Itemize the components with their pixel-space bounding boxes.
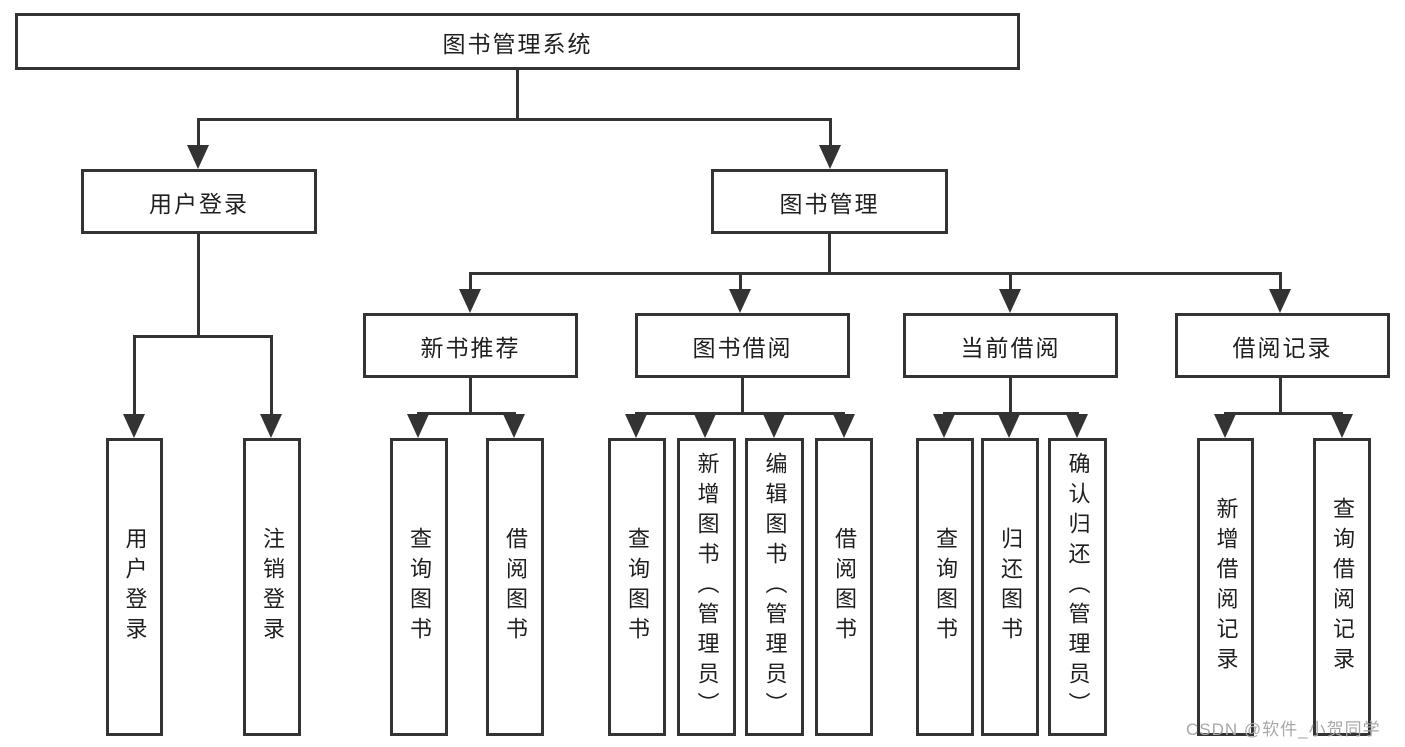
arrowhead-icon [999, 289, 1021, 313]
node-leaf-borrow-edit-book-admin: 编辑图书（管理员） [745, 438, 804, 736]
connector-line [829, 118, 832, 148]
node-leaf-current-return-book: 归还图书 [981, 438, 1039, 736]
node-leaf-borrow-query-book-label: 查询图书 [625, 527, 650, 647]
node-user-login: 用户登录 [81, 169, 317, 234]
arrowhead-icon [459, 289, 481, 313]
connector-line [828, 234, 831, 272]
node-leaf-records-add-record-label: 新增借阅记录 [1213, 497, 1239, 677]
node-leaf-recommend-borrow-book: 借阅图书 [486, 438, 544, 736]
node-current-borrow-label: 当前借阅 [960, 334, 1061, 361]
node-leaf-current-return-book-label: 归还图书 [998, 527, 1023, 647]
node-leaf-borrow-borrow-book: 借阅图书 [815, 438, 873, 736]
node-leaf-recommend-query-book: 查询图书 [390, 438, 448, 736]
arrowhead-icon [833, 414, 855, 438]
connector-line [197, 234, 200, 335]
arrowhead-icon [260, 414, 282, 438]
connector-line [469, 378, 472, 412]
node-leaf-current-query-book: 查询图书 [916, 438, 974, 736]
arrowhead-icon [933, 414, 955, 438]
connector-line [1279, 378, 1282, 412]
node-user-login-label: 用户登录 [149, 190, 249, 217]
node-leaf-borrow-edit-book-admin-label: 编辑图书（管理员） [762, 452, 788, 722]
node-new-book-recommend: 新书推荐 [363, 313, 578, 378]
arrowhead-icon [998, 414, 1020, 438]
connector-line [1009, 272, 1012, 292]
node-leaf-records-add-record: 新增借阅记录 [1197, 438, 1254, 736]
node-book-borrow: 图书借阅 [635, 313, 850, 378]
connector-line [270, 335, 273, 416]
arrowhead-icon [1066, 414, 1088, 438]
connector-line [516, 70, 519, 118]
node-book-management: 图书管理 [711, 169, 948, 234]
node-root: 图书管理系统 [15, 13, 1020, 70]
connector-line [197, 118, 200, 148]
connector-line [1009, 378, 1012, 412]
node-leaf-borrow-query-book: 查询图书 [608, 438, 666, 736]
connector-line [943, 412, 1079, 415]
connector-line [635, 412, 845, 415]
arrowhead-icon [819, 145, 841, 169]
connector-line [739, 272, 742, 292]
node-book-management-label: 图书管理 [779, 190, 880, 217]
connector-line [469, 272, 1282, 275]
node-leaf-current-confirm-return-admin: 确认归还（管理员） [1048, 438, 1107, 736]
node-borrow-records-label: 借阅记录 [1232, 334, 1333, 361]
arrowhead-icon [123, 414, 145, 438]
node-leaf-user-login-label: 用户登录 [122, 527, 148, 647]
connector-line [741, 378, 744, 412]
connector-line [133, 335, 136, 416]
node-leaf-recommend-borrow-book-label: 借阅图书 [503, 527, 528, 647]
node-leaf-records-query-record-label: 查询借阅记录 [1330, 497, 1355, 677]
arrowhead-icon [1331, 414, 1353, 438]
node-leaf-logout: 注销登录 [243, 438, 301, 736]
connector-line [417, 412, 516, 415]
connector-line [133, 335, 273, 338]
connector-line [197, 118, 832, 121]
node-book-borrow-label: 图书借阅 [692, 334, 793, 361]
connector-line [1224, 412, 1343, 415]
arrowhead-icon [1269, 289, 1291, 313]
connector-line [469, 272, 472, 292]
node-leaf-current-query-book-label: 查询图书 [933, 527, 958, 647]
node-leaf-logout-label: 注销登录 [260, 527, 285, 647]
node-leaf-recommend-query-book-label: 查询图书 [407, 527, 432, 647]
node-leaf-borrow-add-book-admin: 新增图书（管理员） [677, 438, 736, 736]
node-leaf-records-query-record: 查询借阅记录 [1313, 438, 1371, 736]
node-leaf-borrow-borrow-book-label: 借阅图书 [832, 527, 857, 647]
connector-line [1279, 272, 1282, 292]
arrowhead-icon [729, 289, 751, 313]
arrowhead-icon [694, 414, 716, 438]
node-borrow-records: 借阅记录 [1175, 313, 1390, 378]
arrowhead-icon [625, 414, 647, 438]
arrowhead-icon [503, 414, 525, 438]
node-leaf-current-confirm-return-admin-label: 确认归还（管理员） [1065, 452, 1091, 722]
arrowhead-icon [1214, 414, 1236, 438]
node-root-label: 图书管理系统 [442, 30, 593, 57]
arrowhead-icon [407, 414, 429, 438]
csdn-watermark: CSDN @软件_小贺同学 [1186, 720, 1381, 739]
arrowhead-icon [763, 414, 785, 438]
node-leaf-borrow-add-book-admin-label: 新增图书（管理员） [694, 452, 720, 722]
node-new-book-recommend-label: 新书推荐 [420, 334, 521, 361]
arrowhead-icon [187, 145, 209, 169]
node-leaf-user-login: 用户登录 [106, 438, 163, 736]
node-current-borrow: 当前借阅 [903, 313, 1118, 378]
